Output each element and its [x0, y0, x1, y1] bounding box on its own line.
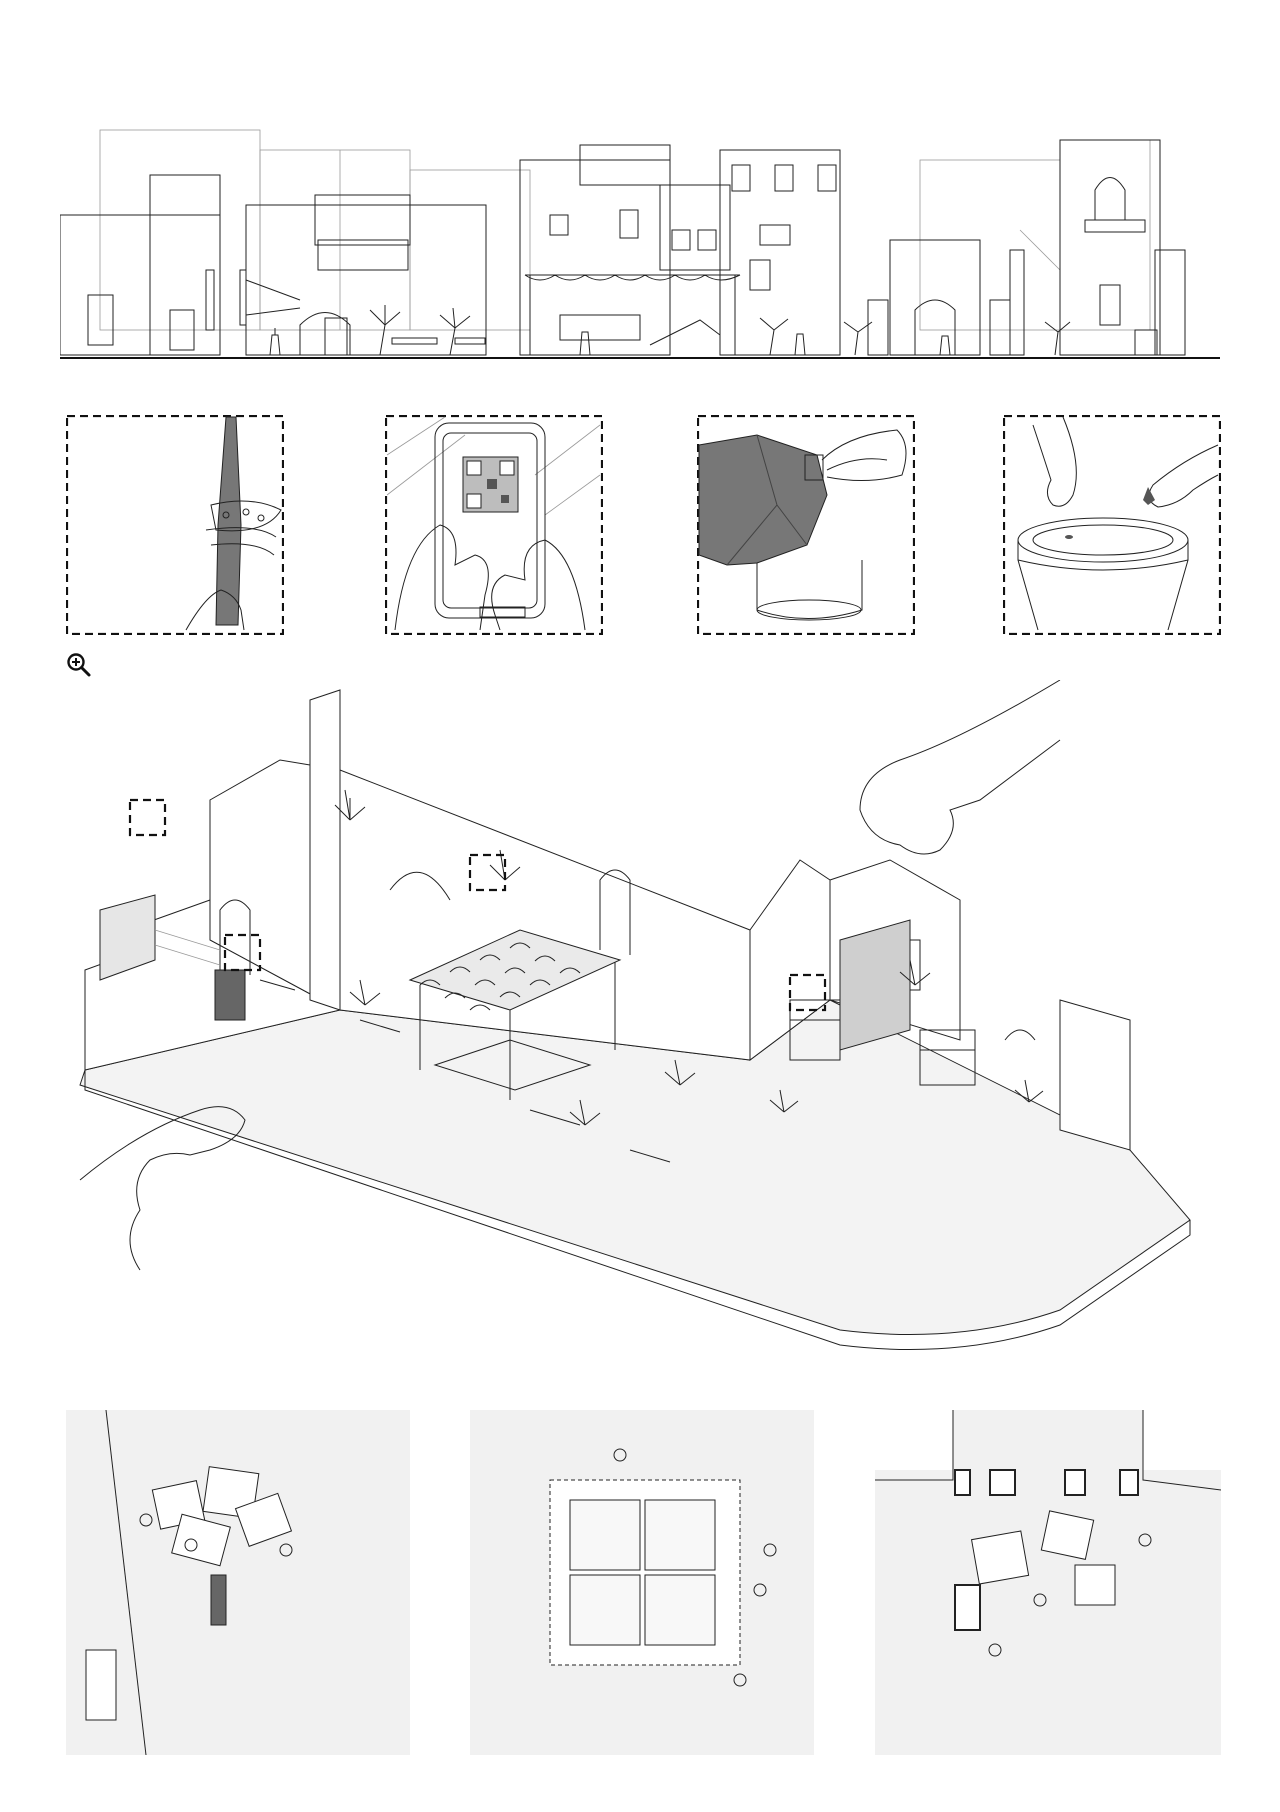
detail-gas-canister-fabric	[697, 415, 915, 635]
zoom-in-icon[interactable]	[66, 652, 92, 678]
canister-fabric-illustration	[698, 429, 907, 621]
canopy-pavilion	[408, 929, 622, 1100]
detail-phone-qr-scan	[385, 415, 603, 635]
detail-planting-seeds	[1003, 415, 1221, 635]
plan-canopy-pavilion	[470, 1410, 814, 1755]
street-elevation	[60, 110, 1220, 370]
hand-rope-illustration	[185, 416, 282, 631]
isometric-piazza-view	[60, 680, 1240, 1380]
plan-projection-area	[66, 1410, 410, 1755]
detail-hand-wrapping-rope	[66, 415, 284, 635]
phone-qr-illustration	[394, 422, 586, 631]
shelving-gateway	[789, 919, 976, 1086]
seed-pot-illustration	[1017, 416, 1219, 631]
plan-shelving-gateway	[875, 1410, 1221, 1755]
